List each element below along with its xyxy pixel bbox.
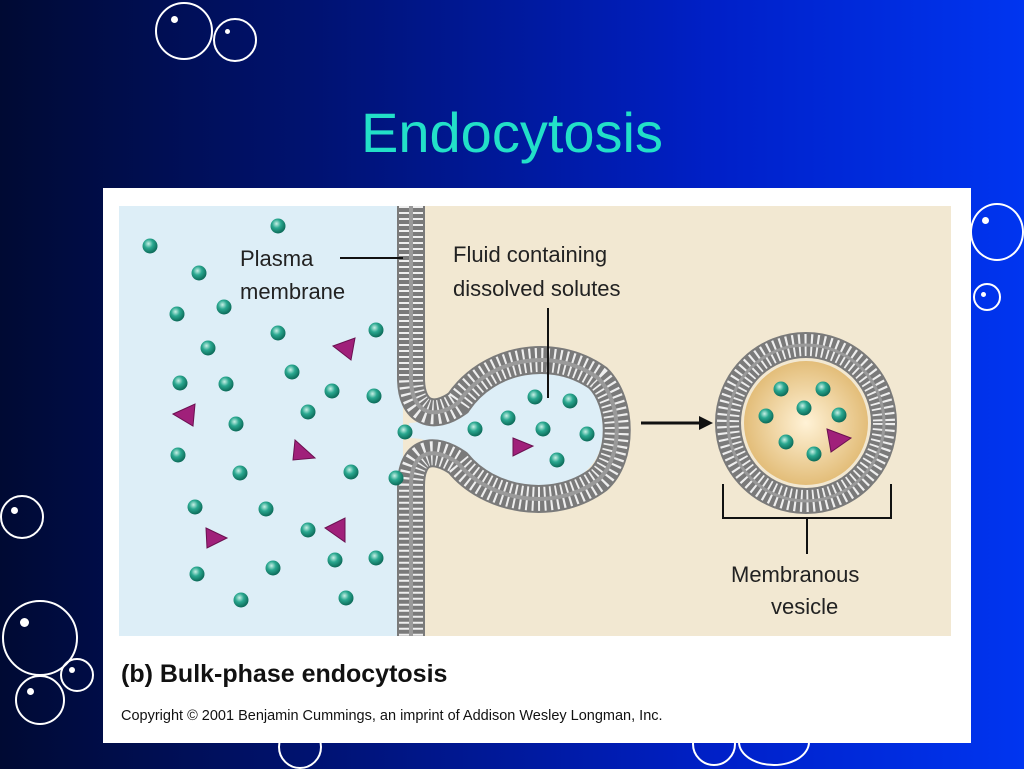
vesicle-label: vesicle [771,594,839,619]
solute-particles [142,218,847,608]
copyright-notice: Copyright © 2001 Benjamin Cummings, an i… [121,708,663,724]
fluid-label: dissolved solutes [453,276,621,301]
vesicle-label: Membranous [731,562,860,587]
bubble-icon [973,283,1001,311]
figure-caption: (b) Bulk-phase endocytosis [121,660,448,688]
fluid-label: Fluid containing [453,242,608,267]
membranous-vesicle [715,332,897,514]
bubble-icon [60,658,94,692]
figure-panel: Plasma membrane Fluid containing dissolv… [103,188,971,743]
bubble-icon [0,495,44,539]
slide-title: Endocytosis [361,101,663,164]
bubble-icon [213,18,257,62]
bubble-icon [970,203,1024,261]
extracellular-space [119,206,409,636]
bubble-icon [15,675,65,725]
endocytosis-diagram [119,206,951,636]
arrowhead-icon [699,416,713,430]
plasma-membrane-label: membrane [240,279,346,304]
triangle-solutes [171,337,853,549]
plasma-membrane [397,206,631,636]
bubble-icon [155,2,213,60]
plasma-membrane-label: Plasma [240,246,314,271]
